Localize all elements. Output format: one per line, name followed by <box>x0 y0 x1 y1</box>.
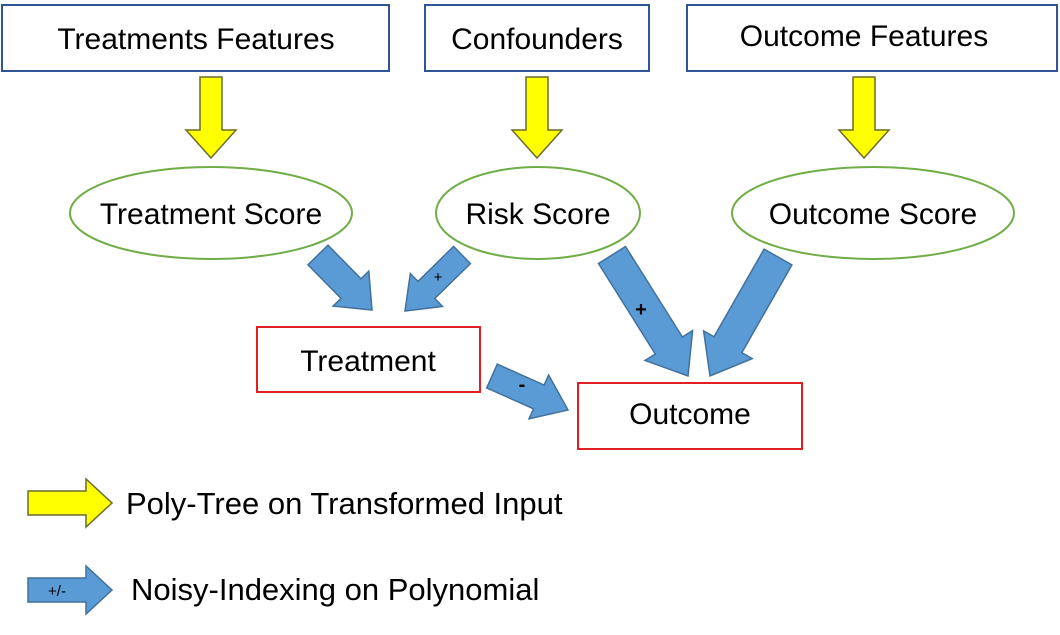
treatment-features-box <box>1 4 390 72</box>
treatment-label: Treatment <box>300 345 436 378</box>
outcome-features-node: Outcome Features <box>686 4 1058 72</box>
outcome-features-label: Outcome Features <box>740 20 988 53</box>
treatment-features-node: Treatments Features <box>1 4 390 72</box>
yellow-arrow-outcome <box>837 76 891 160</box>
outcome-features-box <box>686 4 1058 72</box>
outcome-score-node: Outcome Score <box>731 166 1015 260</box>
confounders-label: Confounders <box>451 23 623 56</box>
outcome-label: Outcome <box>629 398 751 431</box>
treatment-score-label: Treatment Score <box>100 198 322 231</box>
risk-score-ellipse <box>435 166 641 260</box>
outcome-score-ellipse <box>731 166 1015 260</box>
outcome-node: Outcome <box>577 382 803 450</box>
legend-yellow-arrow-icon <box>27 477 114 529</box>
treatment-score-ellipse <box>69 166 353 260</box>
legend-blue-arrow-icon <box>27 564 114 616</box>
outcome-score-label: Outcome Score <box>769 198 977 231</box>
outcome-box <box>577 382 803 450</box>
risk-score-node: Risk Score <box>435 166 641 260</box>
legend-blue-arrow-tag: +/- <box>48 583 66 600</box>
blue-arrow-risk-to-treatment <box>404 245 472 312</box>
confounders-box <box>424 4 650 72</box>
sign-treatment-to-outcome: - <box>519 374 526 396</box>
blue-arrow-risk-to-outcome <box>597 245 694 378</box>
risk-score-label: Risk Score <box>465 198 610 231</box>
confounders-node: Confounders <box>424 4 650 72</box>
sign-risk-to-outcome: + <box>635 299 647 321</box>
legend: Poly-Tree on Transformed Input +/- Noisy… <box>27 477 563 616</box>
blue-arrow-treatment-to-outcome <box>485 363 570 420</box>
treatment-node: Treatment <box>256 326 481 393</box>
blue-arrow-outcome-score-to-outcome <box>702 248 793 378</box>
blue-arrow-treatment-score-to-treatment <box>306 244 373 311</box>
treatment-box <box>256 326 481 393</box>
yellow-arrow-treatment <box>184 76 238 160</box>
yellow-arrow-risk <box>510 76 564 160</box>
treatment-features-label: Treatments Features <box>57 23 334 56</box>
treatment-score-node: Treatment Score <box>69 166 353 260</box>
legend-yellow-arrow-label: Poly-Tree on Transformed Input <box>126 486 563 521</box>
sign-risk-to-treatment: + <box>434 269 443 286</box>
legend-blue-arrow-label: Noisy-Indexing on Polynomial <box>131 572 539 607</box>
